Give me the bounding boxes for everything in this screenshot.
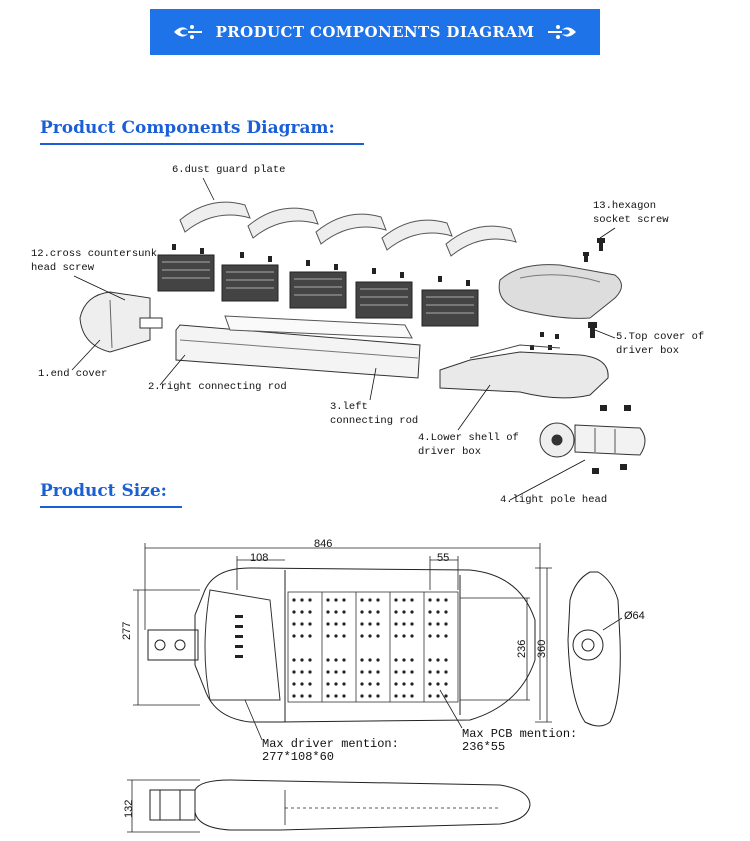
led-board-grid [287, 591, 459, 703]
dust-guard-plates [179, 201, 517, 257]
led-modules [157, 254, 479, 327]
elevation-outline [194, 779, 531, 831]
countersunk-screws [172, 244, 470, 286]
dim-driver-width: 108 [250, 552, 269, 564]
label-left-connecting-rod-2: connecting rod [330, 415, 419, 427]
max-driver-label: Max driver mention: [262, 737, 399, 751]
label-right-connecting-rod: 2.right connecting rod [148, 381, 287, 393]
fleur-ornament-right-icon [548, 25, 577, 39]
led-dots [292, 598, 448, 698]
fleur-ornament-left-icon [173, 25, 202, 39]
top-view-outline [194, 567, 536, 723]
pole-mount-top [147, 629, 199, 661]
dim-side-height: 132 [123, 799, 135, 818]
banner-title: PRODUCT COMPONENTS DIAGRAM [215, 23, 535, 41]
label-cross-countersunk-2: head screw [31, 262, 95, 274]
label-hexagon-screw-2: socket screw [593, 214, 669, 226]
label-end-cover: 1.end cover [38, 368, 108, 380]
label-cross-countersunk-1: 12.cross countersunk [31, 248, 158, 260]
max-pcb-label: Max PCB mention: [462, 727, 578, 741]
label-dust-guard-plate: 6.dust guard plate [172, 164, 286, 176]
label-light-pole-head: 4.light pole head [500, 494, 608, 506]
dim-height-total: 360 [536, 639, 548, 658]
top-cover-driver-box [498, 264, 622, 319]
left-connecting-rod [224, 315, 413, 339]
header-banner: PRODUCT COMPONENTS DIAGRAM [150, 9, 600, 55]
side-view-outline [567, 571, 621, 727]
max-driver-value: 277*108*60 [262, 750, 335, 764]
label-top-cover-1: 5.Top cover of [616, 331, 705, 343]
dim-overall-length: 846 [314, 538, 333, 550]
label-hexagon-screw-1: 13.hexagon [593, 200, 657, 212]
components-heading: Product Components Diagram: [40, 118, 364, 145]
driver-box-outline [204, 589, 281, 701]
dim-pole-diameter: Ø64 [624, 610, 645, 622]
light-pole-head [539, 422, 646, 458]
label-left-connecting-rod-1: 3.left [330, 401, 368, 413]
lower-shell-driver-box [439, 351, 609, 399]
max-pcb-value: 236*55 [462, 740, 506, 754]
right-connecting-rod [175, 324, 421, 379]
dim-height-left: 277 [121, 621, 133, 640]
label-lower-shell-2: driver box [418, 446, 482, 458]
label-top-cover-2: driver box [616, 345, 680, 357]
hexagon-socket-screws [530, 238, 631, 474]
size-heading: Product Size: [40, 481, 182, 508]
label-lower-shell-1: 4.Lower shell of [418, 432, 519, 444]
dim-pcb-width: 55 [437, 552, 450, 564]
dim-height-pcb: 236 [516, 639, 528, 658]
